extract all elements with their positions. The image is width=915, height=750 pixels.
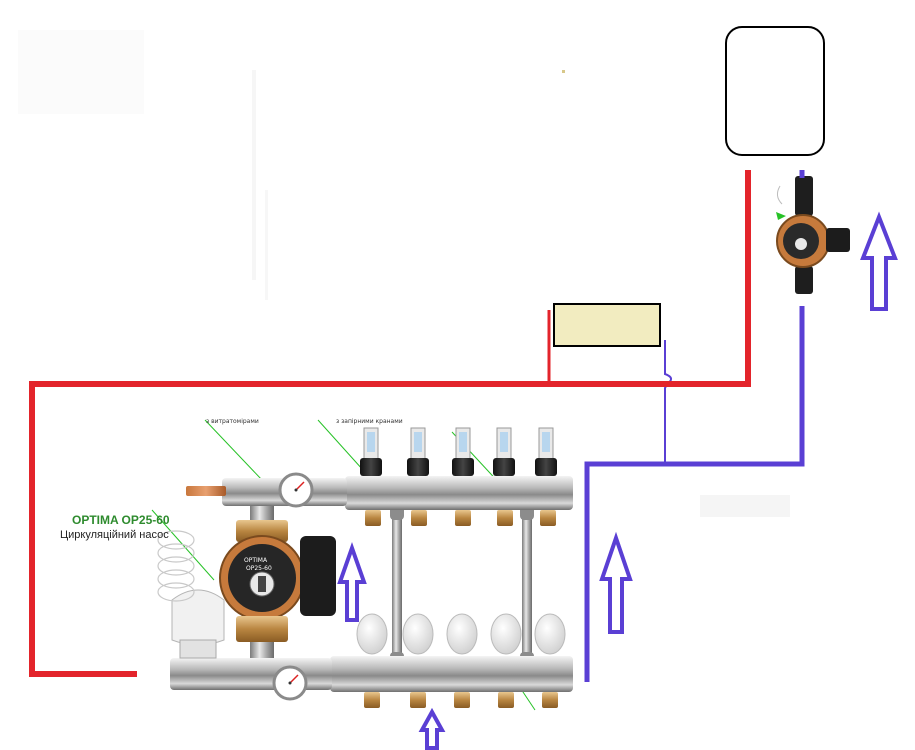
flow-meter-icon: [360, 427, 382, 476]
callout-shutoff-valves: з запірними кранами: [336, 418, 403, 425]
valve-cap-icon: [490, 613, 522, 655]
faint-panel: [18, 30, 144, 114]
mixing-valve-box: [553, 303, 661, 347]
box-return-tap: [664, 340, 672, 466]
valve-cap-icon: [446, 613, 478, 655]
faint-line: [265, 190, 268, 300]
return-manifold-bar: [330, 656, 573, 692]
callout-flowmeters: з витратомірами: [206, 418, 259, 425]
pump-face-brand: OPTIMA: [244, 557, 268, 564]
flow-arrow-up-icon: [418, 707, 446, 750]
flow-meter-icon: [493, 427, 515, 476]
flow-arrow-up-icon: [337, 541, 367, 622]
flow-arrow-up-icon: [860, 211, 898, 311]
lower-outlets: [364, 692, 558, 708]
bracket-left: [392, 500, 402, 670]
flow-meter-icon: [407, 427, 429, 476]
valve-cap-icon: [534, 613, 566, 655]
boiler-box: [725, 26, 825, 156]
supply-manifold-bar: [345, 476, 573, 510]
faint-dot: [562, 70, 565, 73]
boiler-circulation-pump-icon: [776, 176, 850, 294]
faint-box: [700, 495, 790, 517]
pump-face-model: OP25-60: [246, 565, 272, 572]
flow-meters: [360, 427, 557, 476]
sensor-probe: [186, 486, 226, 496]
bottom-connector: [170, 658, 332, 690]
upper-outlets: [365, 510, 556, 526]
circulation-pump-icon: OPTIMA OP25-60: [219, 520, 336, 642]
flow-meter-icon: [452, 427, 474, 476]
pressure-gauge-icon: [272, 665, 308, 701]
thermostatic-head-icon: [171, 589, 225, 659]
flow-meter-icon: [535, 427, 557, 476]
flow-arrow-up-icon: [599, 531, 633, 634]
manifold-assembly: з витратомірами з запірними кранами: [60, 418, 573, 718]
thermo-valve-caps: [356, 613, 566, 655]
pump-model-label: OPTIMA OP25-60: [72, 513, 170, 527]
supply-pipe: [29, 170, 751, 677]
bracket-right: [522, 500, 532, 670]
return-pipe: [584, 306, 805, 682]
pump-caption: Циркуляційний насос: [60, 529, 169, 541]
valve-cap-icon: [356, 613, 388, 655]
faint-line: [252, 70, 256, 280]
capillary-coil: [157, 530, 195, 602]
pressure-gauge-icon: [278, 472, 314, 508]
valve-cap-icon: [402, 613, 434, 655]
